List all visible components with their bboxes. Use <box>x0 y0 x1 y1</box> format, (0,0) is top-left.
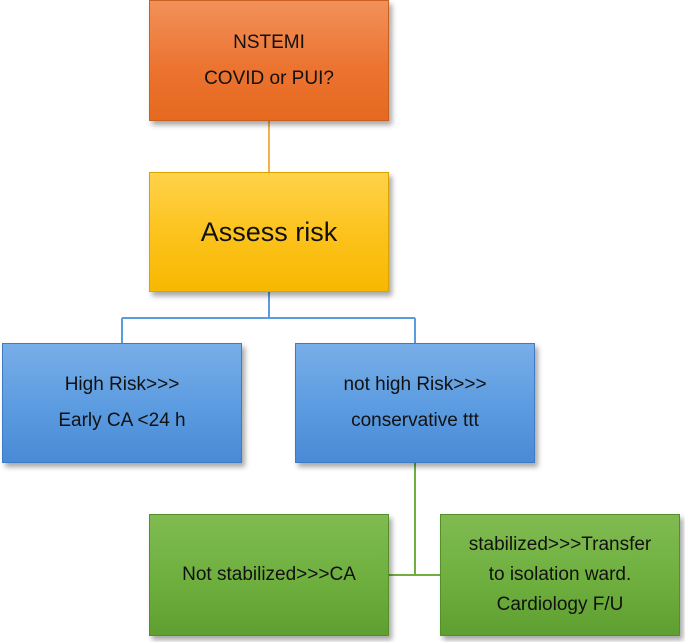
not-stabilized-box: Not stabilized>>>CA <box>149 514 389 636</box>
stabilized-line-3: Cardiology F/U <box>496 594 624 615</box>
high-risk-line-1: High Risk>>> <box>64 374 180 395</box>
nstemi-covid-box: NSTEMI COVID or PUI? <box>149 0 389 121</box>
not-stabilized-label: Not stabilized>>>CA <box>182 564 356 585</box>
assess-risk-box: Assess risk <box>149 172 389 292</box>
connector-nothigh-outcomes <box>389 463 440 576</box>
not-high-risk-line-1: not high Risk>>> <box>343 374 487 395</box>
high-risk-line-2: Early CA <24 h <box>58 410 186 431</box>
connector-assess-risk-split <box>121 292 416 343</box>
not-high-risk-line-2: conservative ttt <box>351 410 479 431</box>
assess-risk-label: Assess risk <box>200 216 338 247</box>
stabilized-line-1: stabilized>>>Transfer <box>468 534 652 555</box>
nstemi-line-2: COVID or PUI? <box>204 67 334 89</box>
stabilized-box: stabilized>>>Transfer to isolation ward.… <box>440 514 680 636</box>
nstemi-line-1: NSTEMI <box>233 31 305 53</box>
stabilized-line-2: to isolation ward. <box>488 564 632 585</box>
not-high-risk-box: not high Risk>>> conservative ttt <box>295 343 535 463</box>
high-risk-box: High Risk>>> Early CA <24 h <box>2 343 242 463</box>
